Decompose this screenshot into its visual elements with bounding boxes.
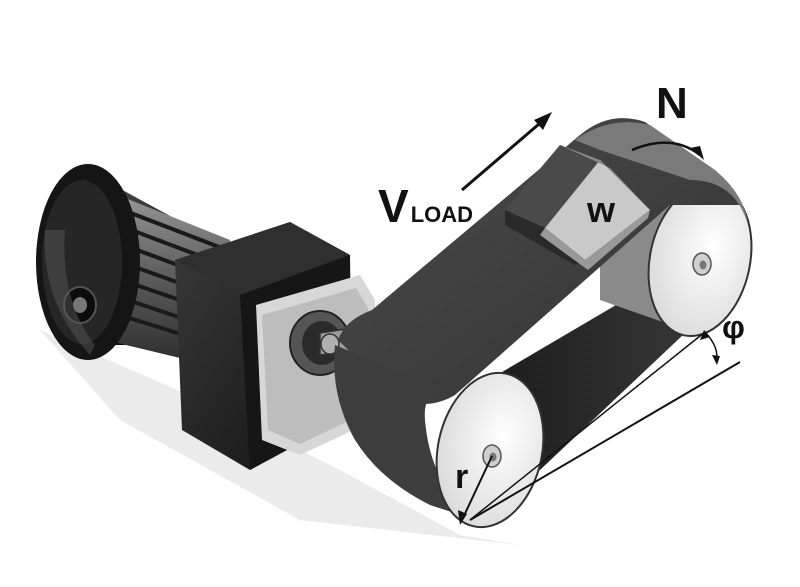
right-pulley-axle-icon <box>692 252 712 276</box>
angle-marker <box>469 330 741 521</box>
angle-label: φ <box>722 309 745 345</box>
speed-arrow-icon <box>461 112 552 192</box>
conveyor <box>334 118 753 529</box>
speed-label: VLOAD <box>378 180 473 232</box>
weight-label: w <box>586 189 616 230</box>
belt-front-wrap <box>334 345 470 518</box>
radius-label: r <box>455 458 468 496</box>
floor-shadow <box>40 330 520 545</box>
gearbox-top <box>175 222 350 295</box>
radius-line <box>458 455 493 525</box>
load-block <box>505 145 650 270</box>
rotation-label: N <box>656 79 688 128</box>
rotation-arrow-icon <box>631 141 704 160</box>
